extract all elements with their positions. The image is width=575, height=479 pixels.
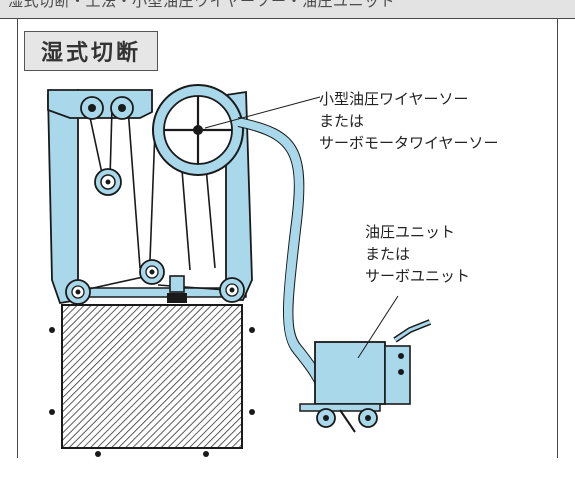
saw-callout-label: 小型油圧ワイヤーソー または サーボモータワイヤーソー: [319, 88, 499, 154]
block-anchor-bolt: [49, 409, 55, 415]
saw-callout-line2: または: [319, 112, 365, 130]
hydraulic-unit: [299, 319, 432, 433]
block-anchor-bolt: [249, 409, 255, 415]
block-anchor-bolt: [249, 327, 255, 333]
section-title-box: 湿式切断: [24, 31, 158, 71]
top-caption-text: 湿式切断・工法・小型油圧ワイヤーソー・油圧ユニット: [8, 0, 396, 10]
block-anchor-bolt: [203, 451, 209, 457]
drive-wheel: [152, 84, 244, 176]
tension-pulley: [94, 168, 122, 196]
block-anchor-bolt: [49, 327, 55, 333]
unit-callout-label: 油圧ユニット または サーボユニット: [365, 221, 470, 287]
unit-callout-line1: 油圧ユニット: [365, 223, 456, 241]
frame-left-border: [17, 18, 18, 458]
block-anchor-bolt: [95, 451, 101, 457]
top-caption-strip: 湿式切断・工法・小型油圧ワイヤーソー・油圧ユニット: [0, 0, 575, 19]
left-column: [47, 88, 79, 305]
section-title: 湿式切断: [40, 41, 141, 66]
saw-leader-line: [204, 96, 321, 129]
top-idler-pulleys: [80, 96, 134, 120]
frame-right-border: [557, 18, 558, 458]
unit-callout-line2: または: [365, 245, 411, 263]
saw-callout-line1: 小型油圧ワイヤーソー: [319, 90, 469, 108]
lower-guide-pulleys: [65, 259, 245, 305]
unit-callout-line3: サーボユニット: [365, 267, 471, 285]
saw-callout-line3: サーボモータワイヤーソー: [319, 134, 499, 152]
unit-leader-line: [357, 295, 399, 359]
center-clamp: [167, 275, 187, 303]
concrete-block: [49, 304, 255, 457]
